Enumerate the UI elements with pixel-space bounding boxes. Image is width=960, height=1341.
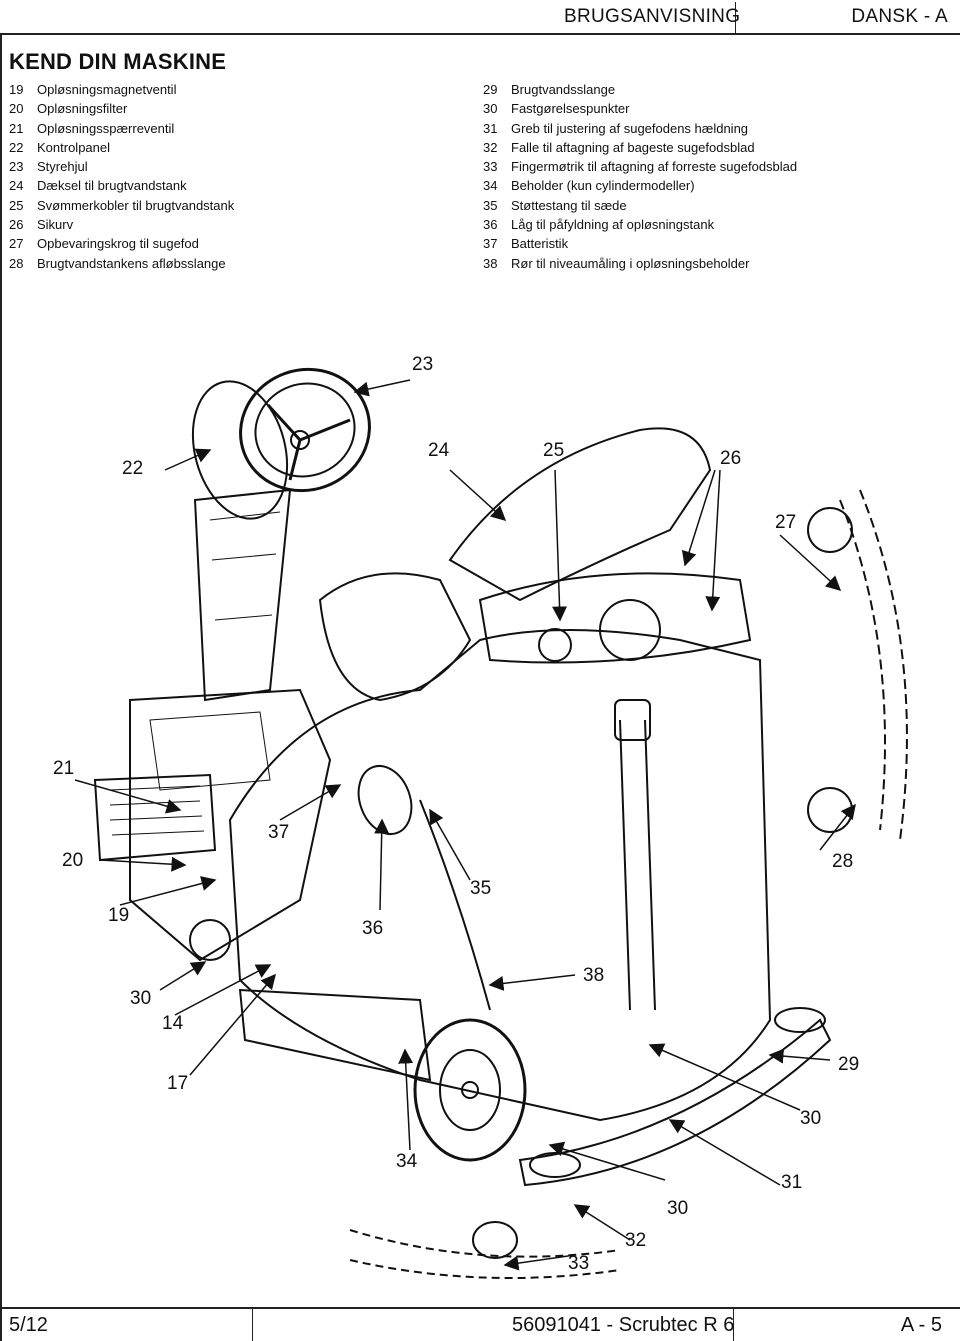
squeegee	[518, 1018, 832, 1187]
callout-30: 30	[667, 1198, 689, 1219]
language-label: DANSK - A	[851, 6, 948, 27]
callout-21: 21	[53, 758, 75, 779]
callout-27: 27	[775, 512, 797, 533]
callout-37: 37	[268, 822, 290, 843]
callout-20: 20	[62, 850, 84, 871]
callout-19: 19	[108, 905, 130, 926]
seat-shape	[318, 572, 472, 702]
callout-36: 36	[362, 918, 384, 939]
callout-24: 24	[428, 440, 450, 461]
tank-lid	[448, 427, 712, 602]
machine-diagram	[74, 367, 908, 1279]
steering-column	[193, 488, 292, 702]
level-tube	[619, 719, 656, 1011]
callout-22: 22	[122, 458, 144, 479]
callout-31: 31	[781, 1172, 803, 1193]
callout-33: 33	[568, 1253, 590, 1274]
callout-28: 28	[832, 851, 854, 872]
page-number: 5/12	[9, 1314, 48, 1336]
callout-34: 34	[396, 1151, 418, 1172]
header-separator	[735, 2, 736, 34]
callout-29: 29	[838, 1054, 860, 1075]
header-rule	[0, 33, 960, 35]
document-id: 56091041 - Scrubtec R 6	[512, 1314, 735, 1336]
footer-rule	[0, 1307, 960, 1309]
page-left-rule	[0, 33, 2, 1341]
callout-30: 30	[800, 1108, 822, 1129]
callout-30: 30	[130, 988, 152, 1009]
section-page: A - 5	[900, 1314, 942, 1336]
section-title: KEND DIN MASKINE	[9, 49, 227, 74]
front-body	[129, 688, 332, 962]
tank-opening	[478, 572, 752, 664]
callout-14: 14	[162, 1013, 184, 1034]
control-panel-shape	[191, 380, 289, 520]
footer-separator	[733, 1307, 734, 1341]
callout-23: 23	[412, 354, 434, 375]
footer-separator	[252, 1307, 253, 1341]
callout-17: 17	[167, 1073, 189, 1094]
main-body	[228, 629, 772, 1122]
manual-title: BRUGSANVISNING	[564, 6, 741, 27]
callout-26: 26	[720, 448, 742, 469]
callout-25: 25	[543, 440, 565, 461]
steering-wheel-shape	[239, 367, 371, 493]
callout-32: 32	[625, 1230, 647, 1251]
callout-35: 35	[470, 878, 492, 899]
callout-38: 38	[583, 965, 605, 986]
rear-wheel	[413, 1018, 527, 1162]
